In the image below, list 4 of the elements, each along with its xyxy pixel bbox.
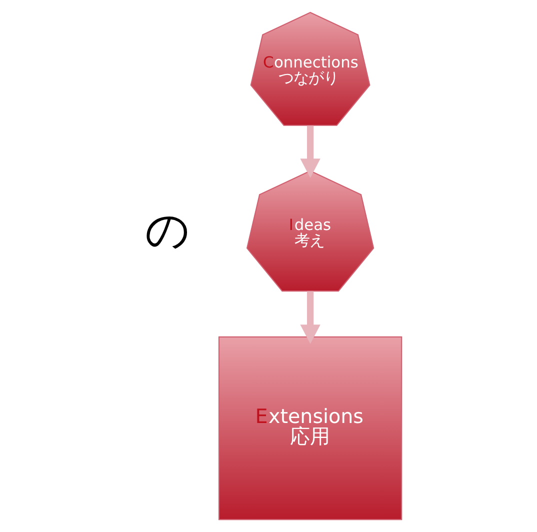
arrow bbox=[300, 291, 320, 344]
arrow bbox=[300, 126, 320, 178]
label: の bbox=[144, 205, 190, 256]
node-box: Extensions 応用 bbox=[218, 336, 402, 520]
